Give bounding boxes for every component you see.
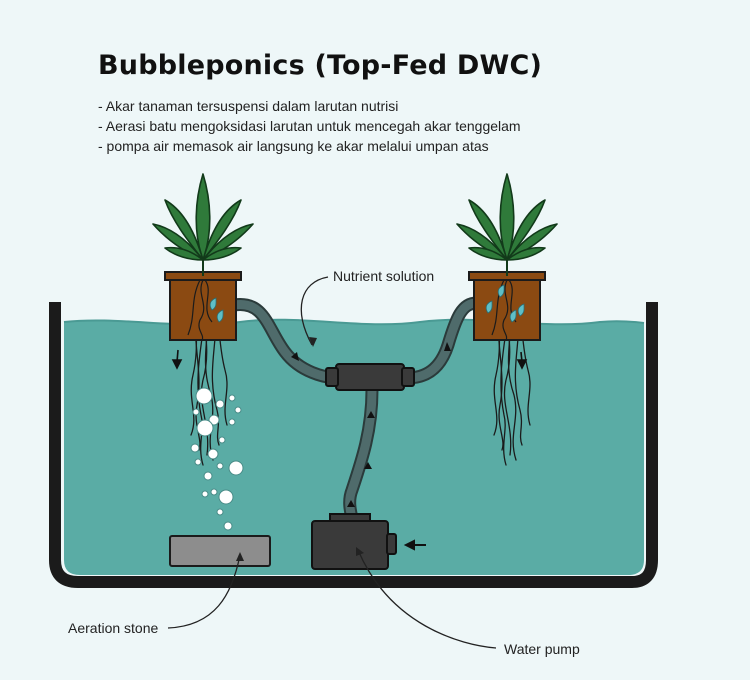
diagram-title: Bubbleponics (Top-Fed DWC) bbox=[98, 50, 543, 81]
tube-connector bbox=[325, 363, 415, 391]
right-plant-leaves bbox=[456, 173, 558, 277]
pump-inlet-arrow bbox=[403, 539, 426, 551]
description-item: - pompa air memasok air langsung ke akar… bbox=[98, 138, 489, 154]
description-item: - Akar tanaman tersuspensi dalam larutan… bbox=[98, 98, 399, 114]
label-aeration-stone: Aeration stone bbox=[68, 620, 159, 636]
air-bubbles bbox=[190, 387, 244, 531]
reservoir-tank bbox=[49, 302, 658, 588]
leader-arrowheads bbox=[236, 337, 364, 561]
aeration-stone bbox=[169, 535, 271, 567]
water-pump bbox=[311, 513, 397, 570]
label-nutrient-solution: Nutrient solution bbox=[333, 268, 435, 284]
left-plant-leaves bbox=[152, 173, 254, 277]
description-item: - Aerasi batu mengoksidasi larutan untuk… bbox=[98, 118, 521, 134]
water-droplets bbox=[209, 284, 525, 323]
description-list: - Akar tanaman tersuspensi dalam larutan… bbox=[98, 96, 521, 156]
right-net-pot bbox=[468, 271, 546, 341]
root-arrows bbox=[171, 349, 528, 370]
left-net-pot bbox=[164, 271, 242, 341]
label-water-pump: Water pump bbox=[504, 641, 580, 657]
nutrient-water bbox=[64, 319, 644, 575]
leader-lines bbox=[167, 276, 497, 649]
flow-arrows bbox=[291, 342, 451, 507]
